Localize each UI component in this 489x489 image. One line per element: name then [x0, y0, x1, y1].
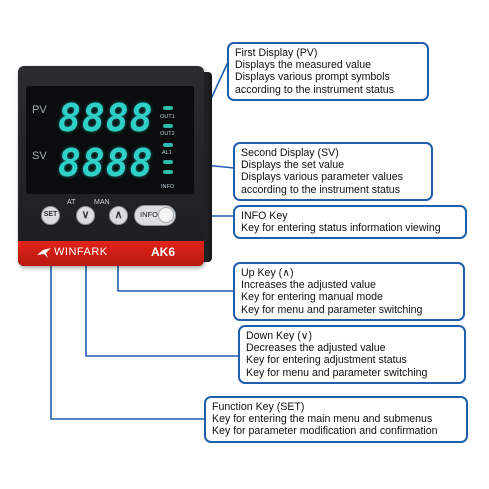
- callout-second-display-line: Displays the set value: [241, 159, 345, 172]
- bird-logo-icon: [37, 248, 51, 258]
- callout-first-display-line: Displays the measured value: [235, 59, 372, 72]
- callout-up-key-title: Up Key (∧): [241, 267, 294, 279]
- callout-second-display: Second Display (SV) Displays the set val…: [233, 142, 433, 201]
- al1-led: [163, 143, 173, 147]
- callout-down-key-line: Key for menu and parameter switching: [246, 366, 428, 379]
- callout-up-key-line: Key for entering manual mode: [241, 291, 383, 304]
- callout-down-key-title: Down Key (∨): [246, 330, 313, 342]
- callout-first-display-line: Displays various prompt symbols: [235, 71, 390, 84]
- out2-indicator-label: OUT2: [160, 131, 175, 137]
- callout-up-key-line: Key for menu and parameter switching: [241, 303, 423, 316]
- man-label: MAN: [94, 199, 110, 206]
- callout-second-display-line: according to the instrument status: [241, 183, 400, 196]
- callout-info-key: INFO Key Key for entering status informa…: [233, 205, 467, 240]
- callout-info-key-line: Key for entering status information view…: [241, 222, 441, 235]
- info-button-knob: [158, 207, 174, 223]
- callout-first-display-title: First Display (PV): [235, 47, 318, 59]
- callout-down-key-line: Key for entering adjustment status: [246, 354, 407, 367]
- out1-indicator-label: OUT1: [160, 114, 175, 120]
- up-button[interactable]: ∧: [109, 206, 128, 225]
- out2-led: [163, 124, 173, 128]
- info-button[interactable]: INFO: [134, 205, 176, 226]
- callout-down-key-line: Decreases the adjusted value: [246, 342, 386, 355]
- down-button[interactable]: ∨: [76, 206, 95, 225]
- callout-function-key: Function Key (SET) Key for entering the …: [204, 396, 468, 443]
- callout-second-display-title: Second Display (SV): [241, 147, 339, 159]
- callout-up-key-line: Increases the adjusted value: [241, 279, 376, 292]
- led-4: [163, 160, 173, 164]
- brand-strip: [18, 241, 204, 266]
- callout-up-key: Up Key (∧) Increases the adjusted value …: [233, 262, 465, 321]
- pv-label: PV: [32, 104, 47, 116]
- brand-name: WINFARK: [54, 246, 108, 258]
- led-5: [163, 170, 173, 174]
- callout-function-key-line: Key for entering the main menu and subme…: [212, 413, 433, 426]
- al1-indicator-label: AL1: [162, 150, 172, 156]
- callout-first-display: First Display (PV) Displays the measured…: [227, 42, 429, 101]
- set-button[interactable]: SET: [41, 206, 60, 225]
- sv-label: SV: [32, 150, 47, 162]
- callout-function-key-title: Function Key (SET): [212, 401, 305, 413]
- callout-second-display-line: Displays various parameter values: [241, 171, 403, 184]
- callout-function-key-line: Key for parameter modification and confi…: [212, 425, 438, 438]
- at-label: AT: [67, 199, 76, 206]
- first-display-pv: 8888: [58, 96, 154, 140]
- callout-info-key-title: INFO Key: [241, 210, 288, 222]
- info-button-label: INFO: [140, 210, 158, 219]
- second-display-sv: 8888: [58, 141, 154, 185]
- model-name: AK6: [151, 245, 176, 259]
- leader-down-key: [85, 226, 238, 357]
- display-panel: [26, 86, 194, 194]
- callout-first-display-line: according to the instrument status: [235, 83, 394, 96]
- callout-down-key: Down Key (∨) Decreases the adjusted valu…: [238, 325, 466, 384]
- leader-function-key: [50, 226, 204, 420]
- info-indicator-label: INFO: [161, 184, 175, 190]
- out1-led: [163, 106, 173, 110]
